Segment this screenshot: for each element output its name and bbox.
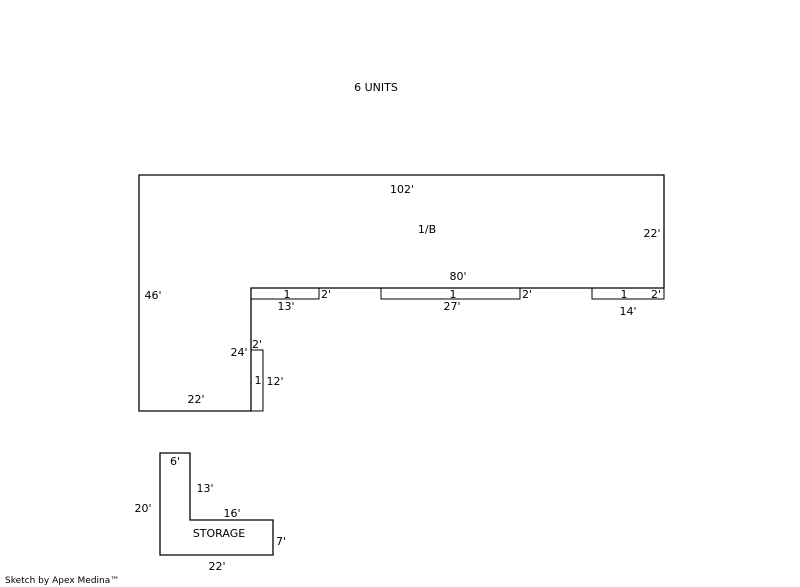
balcony-1-width: 13' (277, 300, 294, 313)
storage-label: STORAGE (193, 527, 245, 540)
balcony-3-depth: 2' (651, 288, 661, 301)
balcony-2-count: 1 (450, 288, 457, 301)
balcony-4-count: 1 (255, 374, 262, 387)
dim-inner-left: 24' (230, 346, 247, 359)
dim-inner-top: 80' (449, 270, 466, 283)
main-building-outline (138, 174, 665, 412)
balcony-3: 1 2' 14' (591, 287, 665, 318)
storage-dim-bottom: 22' (208, 560, 225, 573)
storage-dim-inner-vertical: 13' (196, 482, 213, 495)
balcony-3-outline (591, 287, 665, 300)
dim-right: 22' (643, 227, 660, 240)
balcony-4-outline (250, 349, 264, 412)
balcony-4: 2' 1 12' (250, 338, 284, 412)
storage-dim-left: 20' (134, 502, 151, 515)
storage-outline (159, 452, 274, 556)
balcony-3-width: 14' (619, 305, 636, 318)
balcony-2-width: 27' (443, 300, 460, 313)
page-title: 6 UNITS (354, 81, 398, 94)
balcony-4-width: 12' (266, 375, 283, 388)
building-label: 1/B (418, 223, 436, 236)
main-building: 102' 1/B 22' 80' 46' 24' 22' (138, 174, 665, 412)
storage-dim-top: 6' (170, 455, 180, 468)
balcony-2-outline (380, 287, 521, 300)
dim-top: 102' (390, 183, 414, 196)
storage-dim-right: 7' (276, 535, 286, 548)
balcony-2-depth: 2' (522, 288, 532, 301)
storage-dim-inner-horizontal: 16' (223, 507, 240, 520)
balcony-1-depth: 2' (321, 288, 331, 301)
balcony-1-count: 1 (284, 288, 291, 301)
balcony-1: 1 2' 13' (250, 287, 331, 313)
balcony-4-depth: 2' (252, 338, 262, 351)
balcony-2: 1 2' 27' (380, 287, 532, 313)
balcony-3-count: 1 (621, 288, 628, 301)
footer-credit: Sketch by Apex Medina™ (5, 576, 119, 586)
storage-building: 6' 13' 16' 20' STORAGE 7' 22' (134, 452, 286, 573)
dim-bottom: 22' (187, 393, 204, 406)
main-building-outline-dashed (138, 174, 665, 412)
dim-left: 46' (144, 289, 161, 302)
